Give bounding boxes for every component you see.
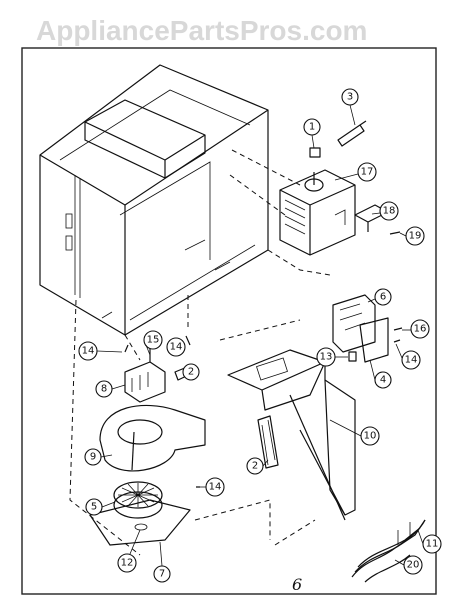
- callout-10: 10: [360, 426, 380, 446]
- callout-15: 15: [143, 330, 163, 350]
- cabinet-leaders: [69, 149, 331, 556]
- callout-8: 8: [95, 380, 113, 398]
- page-mark: 6: [292, 575, 302, 594]
- callout-6: 6: [374, 288, 392, 306]
- svg-text:17: 17: [361, 167, 374, 178]
- svg-text:12: 12: [121, 558, 134, 569]
- svg-text:10: 10: [364, 431, 377, 442]
- callout-14-mid: 14: [166, 337, 186, 357]
- svg-text:14: 14: [170, 342, 183, 353]
- callout-14-lower: 14: [205, 477, 225, 497]
- wire-harness-part: [351, 519, 426, 583]
- callout-20: 20: [403, 555, 423, 575]
- callout-7: 7: [153, 565, 171, 583]
- svg-text:4: 4: [380, 375, 386, 386]
- svg-text:5: 5: [91, 502, 97, 513]
- screw-part-19: [389, 231, 401, 235]
- svg-text:6: 6: [380, 292, 386, 303]
- capacitor-part: [309, 147, 321, 158]
- svg-text:8: 8: [101, 384, 107, 395]
- callout-13: 13: [316, 347, 336, 367]
- svg-text:18: 18: [383, 206, 396, 217]
- callout-9: 9: [84, 448, 102, 466]
- callout-5: 5: [85, 498, 103, 516]
- svg-text:14: 14: [82, 346, 95, 357]
- svg-text:16: 16: [414, 324, 427, 335]
- callout-19: 19: [405, 226, 425, 246]
- svg-text:1: 1: [309, 122, 315, 133]
- svg-text:19: 19: [409, 231, 422, 242]
- svg-text:7: 7: [159, 569, 165, 580]
- callout-16: 16: [410, 319, 430, 339]
- svg-text:2: 2: [188, 367, 194, 378]
- callout-2-lower: 2: [246, 457, 264, 475]
- callout-18: 18: [379, 201, 399, 221]
- svg-text:14: 14: [209, 482, 222, 493]
- callout-1: 1: [303, 118, 321, 136]
- svg-text:15: 15: [147, 335, 160, 346]
- svg-text:9: 9: [90, 452, 96, 463]
- diagram-border: [21, 47, 437, 595]
- svg-text:20: 20: [407, 560, 420, 571]
- control-board-part: [332, 294, 403, 363]
- watermark-text: AppliancePartsPros.com: [36, 15, 367, 46]
- callout-3: 3: [341, 88, 359, 106]
- svg-text:14: 14: [405, 355, 418, 366]
- callout-2-upper: 2: [182, 363, 200, 381]
- magnetron-part: [279, 169, 356, 256]
- callout-12: 12: [117, 553, 137, 573]
- callout-14-left: 14: [78, 341, 98, 361]
- fuse-part: [337, 120, 367, 147]
- callout-leaders: [96, 104, 424, 567]
- svg-text:13: 13: [320, 352, 333, 363]
- callout-11: 11: [422, 534, 442, 554]
- callout-14-right: 14: [401, 350, 421, 370]
- callout-17: 17: [357, 162, 377, 182]
- svg-text:11: 11: [426, 539, 439, 550]
- callout-4: 4: [374, 371, 392, 389]
- cabinet-housing: [39, 64, 269, 336]
- air-duct-part: [227, 349, 356, 521]
- svg-text:2: 2: [252, 461, 258, 472]
- svg-text:3: 3: [347, 92, 353, 103]
